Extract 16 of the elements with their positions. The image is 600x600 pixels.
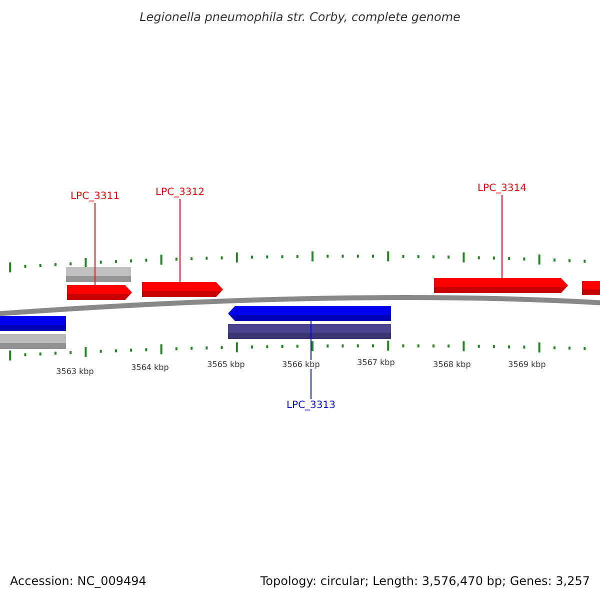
scale-label: 3567 kbp — [356, 358, 396, 367]
scale-label: 3566 kbp — [281, 360, 321, 369]
gene-label: LPC_3312 — [145, 186, 215, 199]
leader-line — [310, 320, 312, 400]
scale-label: 3568 kbp — [432, 360, 472, 369]
leader-line — [94, 202, 96, 286]
scale-label: 3563 kbp — [55, 367, 95, 376]
footer-text: Topology: circular; Length: 3,576,470 bp; Genes: 3,257 — [260, 574, 590, 588]
gene-label: LPC_3314 — [467, 182, 537, 195]
scale-label: 3565 kbp — [206, 360, 246, 369]
gene-label: LPC_3311 — [60, 190, 130, 203]
scale-label: 3564 kbp — [130, 363, 170, 372]
scale-label: 3569 kbp — [507, 360, 547, 369]
footer-text: Accession: NC_009494 — [10, 574, 146, 588]
title: Legionella pneumophila str. Corby, complete genome — [138, 10, 462, 24]
gene-label: LPC_3313 — [276, 399, 346, 412]
